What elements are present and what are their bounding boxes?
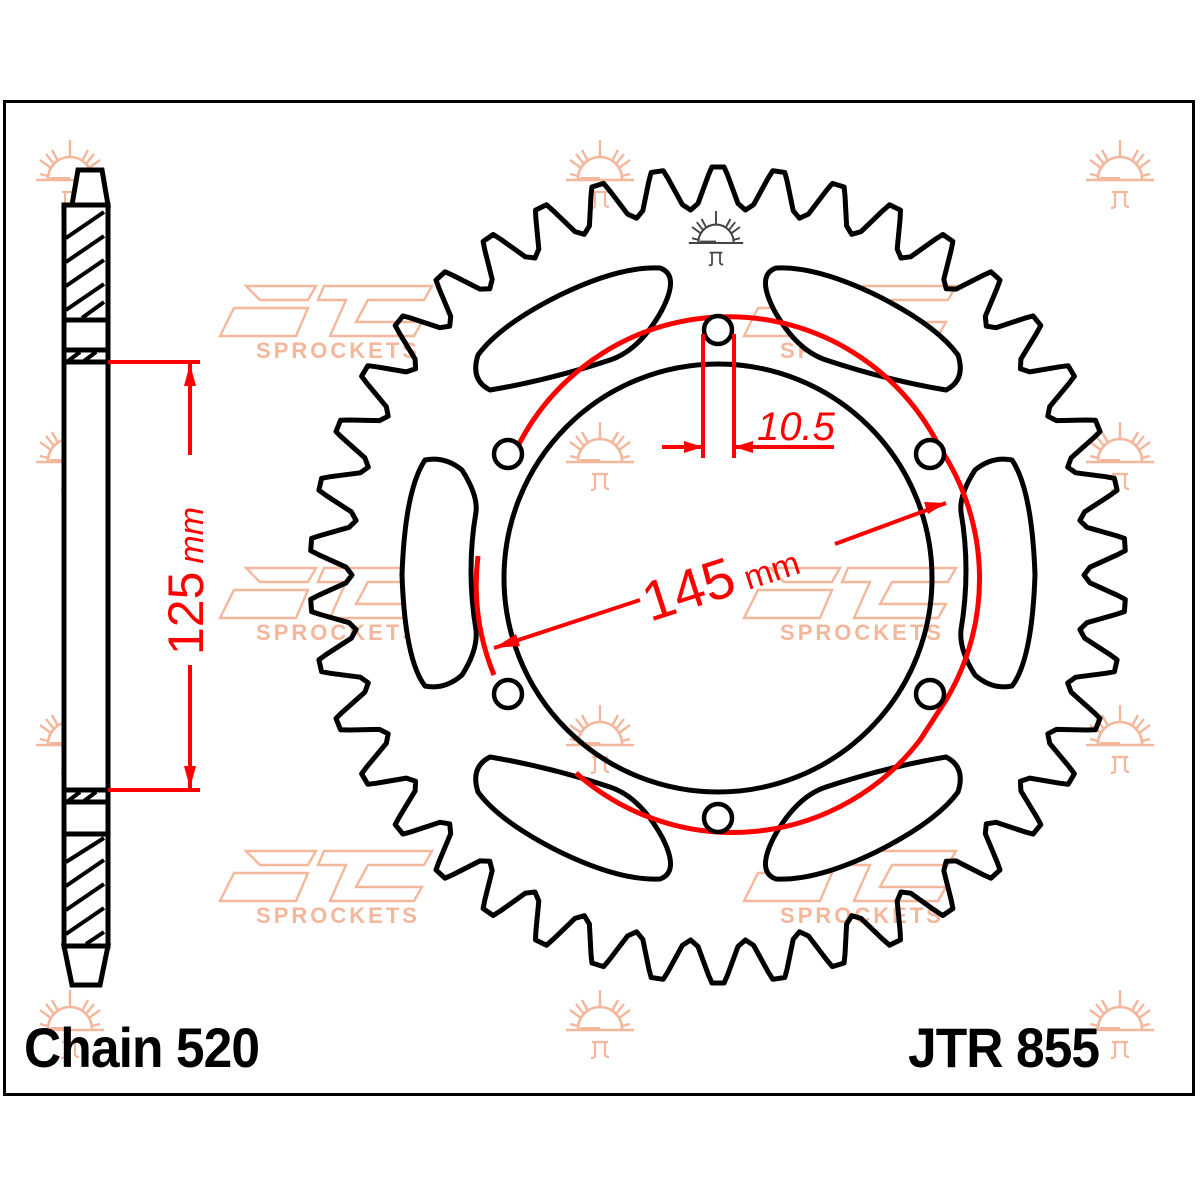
slot-top-left <box>473 265 673 393</box>
slot-right <box>958 456 1038 690</box>
jt-center-logo-icon <box>687 209 745 267</box>
slot-bottom-right <box>763 754 963 882</box>
bolt-hole <box>701 313 735 347</box>
sun-watermark-icon <box>564 988 636 1060</box>
sun-watermark-icon <box>564 138 636 210</box>
sprocket-teeth-outline <box>308 164 1128 986</box>
jt-sprockets-watermark-icon <box>218 849 434 930</box>
bolt-hole <box>701 801 735 835</box>
part-number-label: JTR 855 <box>908 1016 1100 1079</box>
slot-left <box>399 456 479 690</box>
bolt-holes <box>491 313 947 835</box>
center-bore-circle <box>501 361 935 795</box>
jt-sprockets-watermark-icon <box>218 284 434 365</box>
chain-size-label: Chain 520 <box>24 1016 260 1079</box>
dimension-125mm-label: 125mm <box>158 507 214 655</box>
hatch-pattern <box>64 210 106 946</box>
dimension-bolt-hole <box>662 334 834 458</box>
dimension-145mm <box>493 501 947 650</box>
bolt-hole <box>913 677 947 711</box>
sun-watermark-icon <box>564 420 636 492</box>
bolt-hole <box>913 437 947 471</box>
sun-watermark-icon <box>1084 138 1156 210</box>
slot-bottom-left <box>473 754 673 882</box>
bolt-circle-arcs <box>473 314 983 835</box>
dimension-125mm <box>108 360 200 792</box>
sprocket-side-profile <box>60 167 112 988</box>
lightening-slots <box>399 265 1038 882</box>
slot-top-right <box>763 265 963 393</box>
bolt-hole <box>491 677 525 711</box>
dimension-bolt-hole-label: 10.5 <box>757 405 836 449</box>
bolt-hole <box>491 437 525 471</box>
